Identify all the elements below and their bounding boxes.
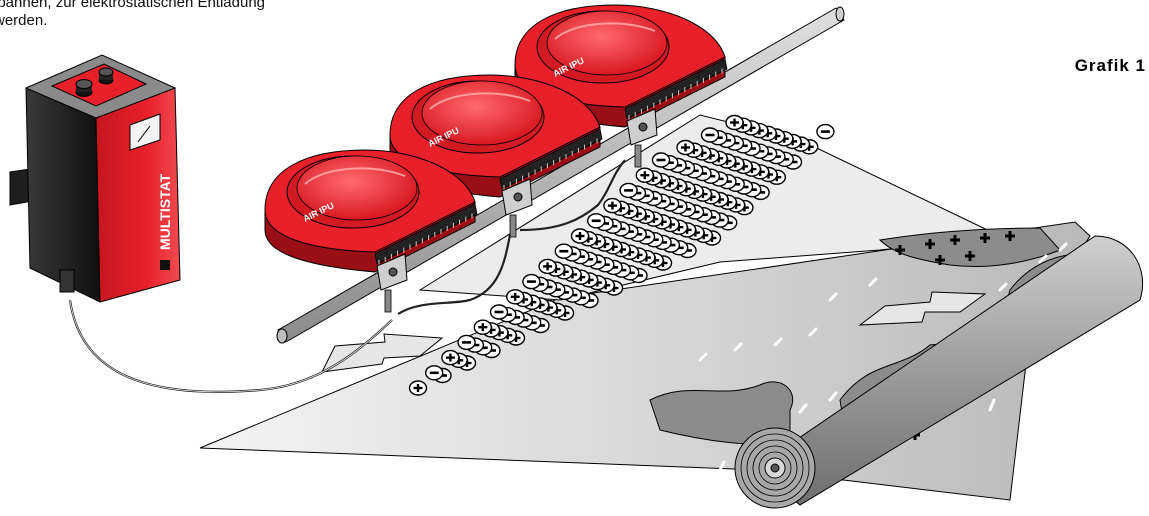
positive-ion-symbol xyxy=(538,258,557,275)
brand-label: MULTISTAT xyxy=(157,173,173,250)
negative-ion-symbol xyxy=(619,182,638,199)
control-knobs xyxy=(75,67,114,97)
plus-charge-mark xyxy=(935,255,945,265)
web-dash xyxy=(798,403,808,414)
positive-ion-symbol xyxy=(676,139,695,156)
positive-ion-symbol xyxy=(603,197,622,214)
negative-ion-symbol xyxy=(700,127,720,143)
plus-charge-mark xyxy=(965,251,975,261)
plus-charge-mark xyxy=(895,245,905,255)
negative-ion-symbol xyxy=(816,123,835,140)
positive-ion-symbol xyxy=(570,228,590,244)
web-dash xyxy=(868,277,878,287)
power-supply-unit: MULTISTAT xyxy=(9,54,181,303)
caption-line-1: lbahnen, zur elektrostatischen Entladung xyxy=(0,0,266,11)
negative-ion-symbol xyxy=(651,152,671,168)
web-dash xyxy=(828,391,838,402)
web-direction-arrow-right xyxy=(858,291,987,326)
plus-charge-mark xyxy=(950,235,960,245)
web-dash xyxy=(698,352,708,362)
web-dash xyxy=(718,460,726,472)
web-dash xyxy=(733,342,743,352)
web-dash xyxy=(1058,242,1068,252)
film-roll xyxy=(734,235,1144,509)
negative-ion-symbol xyxy=(457,334,476,351)
negative-ion-symbol xyxy=(554,243,573,259)
positive-ion-symbol xyxy=(506,289,525,305)
web-dash xyxy=(1038,254,1048,264)
web-dash xyxy=(828,292,838,302)
negative-ion-symbol xyxy=(587,213,606,229)
positive-ion-symbol xyxy=(408,380,428,396)
plus-charge-mark xyxy=(1005,231,1015,241)
positive-ion-symbol xyxy=(441,349,460,366)
positive-ion-symbol xyxy=(725,114,744,131)
web-dash xyxy=(998,282,1008,292)
control-panel xyxy=(50,63,148,107)
negative-ion-symbol xyxy=(425,365,444,381)
cable-gland xyxy=(59,269,75,293)
web-dash xyxy=(988,398,996,412)
ionizer-head-2: AIR IPU xyxy=(389,74,603,238)
positive-ion-symbol xyxy=(473,319,492,335)
figure-label: Grafik 1 xyxy=(1074,56,1146,75)
caption-line-2: werden. xyxy=(0,12,48,29)
positive-ion-symbol xyxy=(635,167,654,183)
web-dash xyxy=(773,337,783,347)
web-direction-arrow-left xyxy=(321,333,444,373)
negative-ion-symbol xyxy=(522,273,541,290)
ion-symbol-grid xyxy=(408,114,835,396)
plus-charge-mark xyxy=(980,233,990,243)
plus-charge-mark xyxy=(925,239,935,249)
negative-ion-symbol xyxy=(489,304,509,320)
ionizer-head-1: AIR IPU xyxy=(264,149,478,313)
caption-text: lbahnen, zur elektrostatischen Entladung… xyxy=(0,0,265,30)
web-dash xyxy=(808,327,818,337)
